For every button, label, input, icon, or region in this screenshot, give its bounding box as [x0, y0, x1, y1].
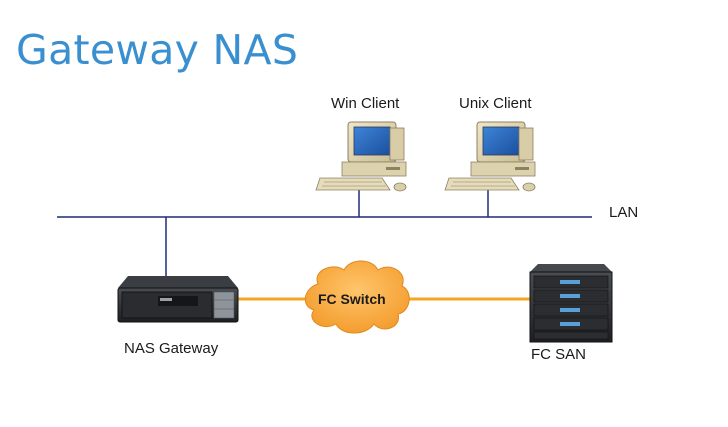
unix-client-label: Unix Client: [459, 95, 532, 112]
win-client-computer-icon: [315, 121, 407, 192]
unix-client-computer-icon: [444, 121, 536, 192]
fc-san-label: FC SAN: [531, 346, 587, 363]
nas-gateway-label: NAS Gateway: [124, 340, 219, 357]
lan-label: LAN: [609, 204, 639, 221]
fc-san-storage-icon: [529, 264, 613, 343]
fc-switch-cloud-icon: [304, 260, 410, 334]
nas-gateway-device-icon: [117, 276, 239, 323]
page-title: Gateway NAS: [16, 26, 299, 74]
win-client-label: Win Client: [331, 95, 400, 112]
fc-switch-label: FC Switch: [318, 291, 386, 307]
